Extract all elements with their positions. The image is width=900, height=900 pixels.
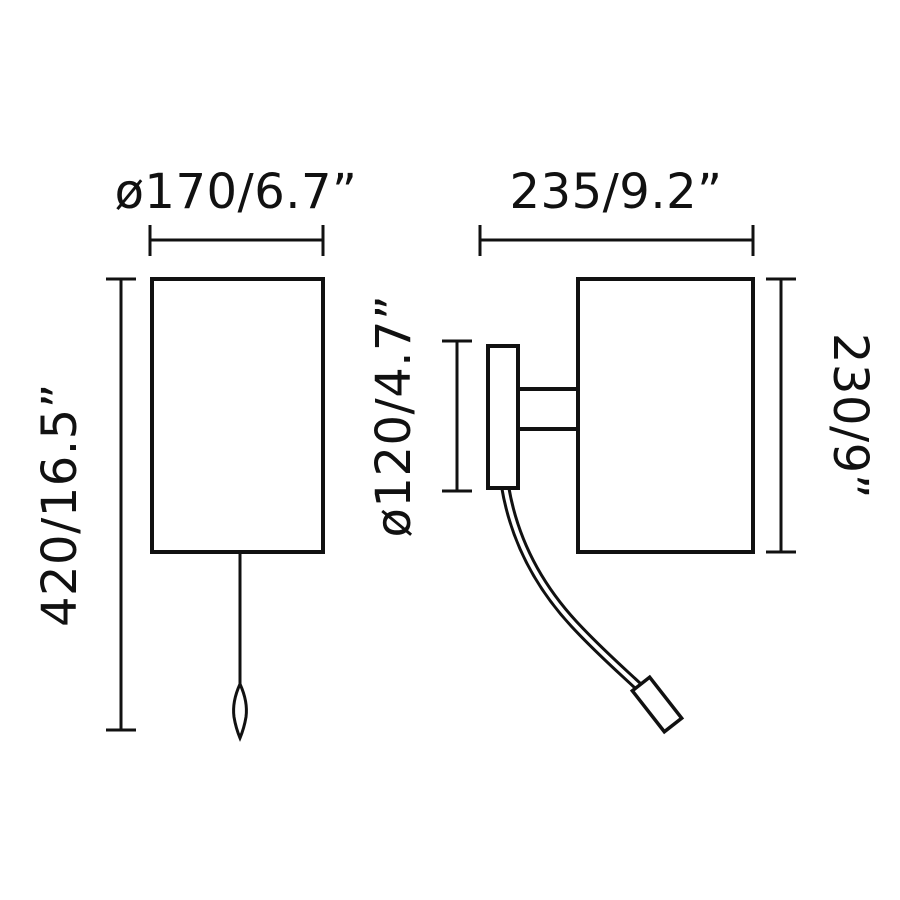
front-shade-outline: [150, 277, 325, 554]
wall-backplate: [486, 344, 520, 490]
backplate-dimension: ø120/4.7”: [366, 295, 472, 538]
side-depth-dimension: 235/9.2”: [478, 164, 755, 256]
gooseneck-arm-inner: [503, 485, 641, 689]
reading-light-head: [629, 674, 685, 735]
front-width-dimension: ø170/6.7”: [115, 164, 358, 256]
backplate-height-label: ø120/4.7”: [366, 295, 422, 538]
front-height-dimension: 420/16.5”: [32, 277, 136, 732]
front-height-label: 420/16.5”: [32, 383, 88, 627]
side-height-dimension: 230/9”: [766, 277, 878, 554]
pull-cord-handle: [232, 680, 248, 742]
side-view: 235/9.2” ø120/4.7” 230/9”: [366, 164, 878, 735]
reading-light-head-body: [629, 674, 685, 735]
mounting-arm: [510, 387, 584, 431]
front-view: ø170/6.7” 420/16.5”: [32, 164, 358, 742]
side-shade-outline: [576, 277, 755, 554]
side-height-label: 230/9”: [822, 333, 878, 499]
side-depth-label: 235/9.2”: [510, 164, 723, 220]
front-width-label: ø170/6.7”: [115, 164, 358, 220]
